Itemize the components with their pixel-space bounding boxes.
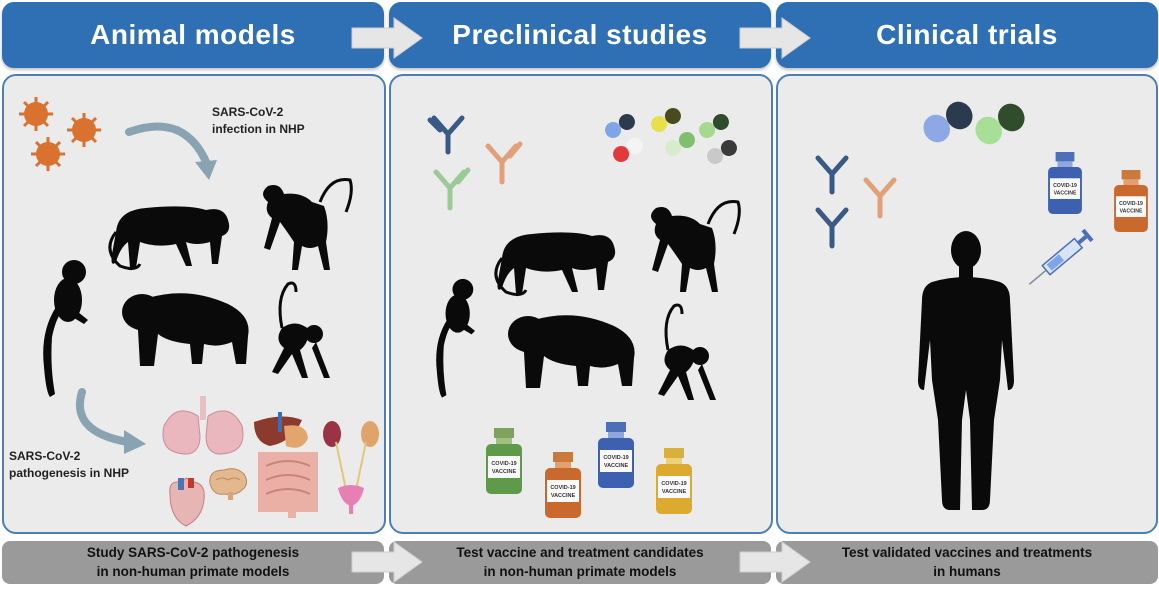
spider-monkey-silhouette (272, 281, 330, 378)
vial-text: COVID-19 (661, 481, 686, 487)
lungs-icon (162, 396, 244, 455)
monkey-silhouette (263, 177, 353, 270)
antibody-icons (815, 155, 897, 249)
vaccine-vial-orange: COVID-19 VACCINE (1114, 170, 1148, 232)
macaque-silhouette (494, 232, 616, 297)
header-label: Preclinical studies (452, 19, 708, 50)
header-arrow-2 (739, 17, 811, 59)
intestine-icon (258, 452, 318, 518)
vial-text: VACCINE (1120, 208, 1143, 214)
vial-text: COVID-19 (603, 455, 628, 461)
header-label: Clinical trials (876, 19, 1058, 50)
footer-text: Test vaccine and treatment candidates in… (456, 545, 704, 579)
footer-text: Study SARS-CoV-2 pathogenesis in non-hum… (86, 545, 300, 579)
footer-text: Test validated vaccines and treatments i… (841, 545, 1093, 579)
footer-animal-models: Study SARS-CoV-2 pathogenesis in non-hum… (2, 541, 384, 584)
antibody-icons (427, 115, 523, 211)
vial-text: COVID-19 (550, 485, 575, 491)
vial-text: VACCINE (604, 463, 629, 469)
monkey-silhouette (651, 199, 741, 292)
infection-label: SARS-CoV-2 infection in NHP (212, 105, 305, 136)
footer-preclinical-studies: Test vaccine and treatment candidates in… (389, 541, 771, 584)
spider-monkey-silhouette (658, 303, 716, 400)
vaccine-vial-blue: COVID-19 VACCINE (598, 422, 634, 488)
header-preclinical-studies: Preclinical studies (389, 2, 771, 68)
vial-text: COVID-19 (491, 461, 516, 467)
tarsier-silhouette (436, 278, 475, 398)
pathogenesis-label: SARS-CoV-2 pathogenesis in NHP (9, 449, 130, 480)
vaccine-vial-green: COVID-19 VACCINE (486, 428, 522, 494)
header-arrow-1 (351, 17, 423, 59)
macaque-silhouette (108, 206, 230, 271)
vaccine-vial-blue: COVID-19 VACCINE (1048, 152, 1082, 214)
pill-icons (605, 108, 737, 164)
vial-text: VACCINE (1054, 190, 1077, 196)
virus-icon (19, 97, 101, 171)
liver-stomach-icon (254, 412, 308, 448)
vial-text: COVID-19 (1053, 183, 1077, 189)
gorilla-silhouette (122, 293, 249, 366)
curved-arrow-icon (125, 122, 217, 180)
heart-icon (169, 477, 205, 527)
pill-icons (923, 101, 1025, 145)
brain-icon (209, 468, 248, 500)
human-silhouette (918, 231, 1014, 510)
syringe-icon (1028, 228, 1094, 285)
footer-arrow-2 (739, 541, 811, 583)
header-clinical-trials: Clinical trials (776, 2, 1158, 68)
gorilla-silhouette (508, 315, 635, 388)
tarsier-silhouette (43, 260, 88, 397)
curved-arrow-icon (76, 388, 146, 454)
footer-clinical-trials: Test validated vaccines and treatments i… (776, 541, 1158, 584)
vial-text: COVID-19 (1119, 201, 1143, 207)
vaccine-vial-orange: COVID-19 VACCINE (545, 452, 581, 518)
vaccine-vial-yellow: COVID-19 VACCINE (656, 448, 692, 514)
footer-arrow-1 (351, 541, 423, 583)
vial-text: VACCINE (662, 489, 687, 495)
vial-text: VACCINE (551, 493, 576, 499)
vial-text: VACCINE (492, 469, 517, 475)
header-label: Animal models (90, 19, 296, 50)
header-animal-models: Animal models (2, 2, 384, 68)
kidney-icon (323, 421, 379, 514)
